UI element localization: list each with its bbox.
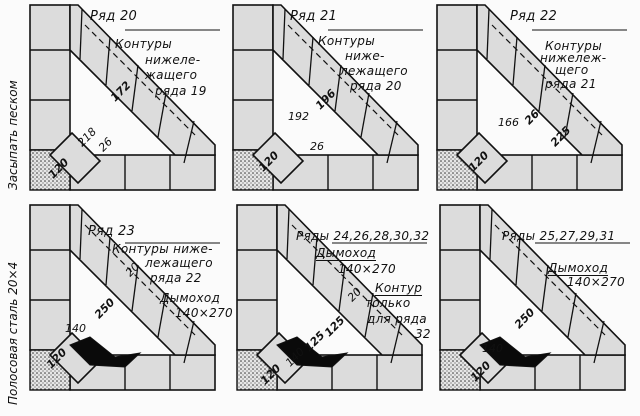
brick-joint — [183, 120, 195, 164]
side-label-steel: Полосовая сталь 20×4 — [6, 261, 20, 405]
diagonal-wall — [479, 204, 626, 356]
brick-joint — [567, 292, 577, 338]
brick-joint — [590, 120, 602, 164]
panel-1-note-4: ряда 19 — [155, 84, 207, 98]
brick-joint — [360, 92, 370, 138]
panel-4-flue-2: 140×270 — [175, 306, 233, 320]
lower-row-contour — [287, 24, 399, 136]
brick-joint — [282, 8, 286, 60]
lower-row-contour — [84, 24, 196, 136]
diagonal-wall — [69, 204, 216, 356]
lower-row-contour — [84, 224, 196, 336]
panel-3-note-4: ряда 21 — [545, 77, 597, 91]
panel-6-flue-2: 140×270 — [567, 275, 625, 289]
diagonal-wall — [476, 4, 623, 156]
panel-2-note-4: ряда 20 — [350, 79, 402, 93]
panel-6-flue-1: Дымоход — [548, 261, 609, 276]
panel-2-note-2: ниже- — [345, 49, 385, 63]
panel-2-note-3: лежащего — [340, 64, 408, 78]
panel-5-flue-1: Дымоход — [316, 246, 377, 261]
side-label-sand: Засыпать песком — [6, 80, 20, 190]
bottom-wall — [69, 354, 216, 391]
diagonal-wall — [69, 4, 216, 156]
panel-4-title: Ряд 23 — [88, 224, 136, 239]
flue-opening — [479, 336, 552, 368]
lower-row-contour — [291, 224, 403, 336]
brick-joint — [157, 92, 167, 138]
panel-4-note-3: ряда 22 — [150, 271, 202, 285]
brick-joint — [131, 64, 139, 112]
panel-5-flue-2: 140×270 — [338, 262, 396, 276]
panel-3-title: Ряд 22 — [510, 9, 558, 24]
panel-3-note-1: Контуры — [545, 39, 602, 53]
panel-5-note-1: Контур — [375, 281, 423, 296]
panel-4-dim-c: 140 — [65, 322, 86, 335]
brick-joint — [334, 64, 342, 112]
panel-2-note-1: Контуры — [318, 34, 375, 48]
lower-row-contour — [491, 24, 603, 136]
left-wall — [439, 204, 481, 351]
brick-joint — [79, 208, 83, 260]
brick-joint — [308, 36, 314, 86]
diagonal-wall — [272, 4, 419, 156]
brick-joint — [157, 292, 167, 338]
panel-1-note-3: жащего — [145, 68, 198, 82]
panel-5-note-2: только — [365, 296, 411, 310]
brick-joint — [312, 236, 318, 286]
corner-brick — [251, 131, 305, 185]
brick-joint — [489, 208, 493, 260]
panel-3-dim-b: 166 — [498, 116, 519, 129]
lower-row-contour — [494, 224, 606, 336]
brick-joint — [338, 264, 346, 312]
left-wall — [232, 4, 274, 151]
brick-joint — [183, 320, 195, 364]
left-wall — [236, 204, 278, 351]
panel-2-dim-b: 192 — [288, 110, 309, 123]
brick-joint — [286, 208, 290, 260]
left-wall — [29, 4, 71, 151]
panel-2-title: Ряд 21 — [290, 9, 338, 24]
brick-joint — [364, 292, 374, 338]
corner-brick — [48, 131, 102, 185]
panel-3-note-3: щего — [555, 63, 589, 77]
brick-joint — [390, 320, 402, 364]
left-wall — [29, 204, 71, 351]
panel-3-note-2: нижележ- — [540, 51, 607, 65]
panel-6-title: Ряды 25,27,29,31 — [502, 229, 616, 243]
brick-joint — [105, 236, 111, 286]
panel-6-dim-b: 140 — [482, 342, 503, 355]
panel-5-title: Ряды 24,26,28,30,32 — [296, 229, 430, 243]
brick-joint — [593, 320, 605, 364]
brick-joint — [386, 120, 398, 164]
panel-1-note-1: Контуры — [115, 37, 172, 51]
brick-joint — [541, 264, 549, 312]
brick-joint — [512, 36, 518, 86]
flue-opening — [276, 336, 349, 368]
panel-5-note-4: 32 — [415, 327, 431, 341]
brick-joint — [515, 236, 521, 286]
panel-5-note-3: для ряда — [367, 312, 427, 326]
panel-4-flue-1: Дымоход — [160, 291, 221, 305]
brick-joint — [564, 92, 574, 138]
brick-joint — [105, 36, 111, 86]
brick-joint — [79, 8, 83, 60]
corner-brick — [455, 131, 509, 185]
left-wall — [436, 4, 478, 151]
panel-4-note-2: лежащего — [145, 256, 213, 270]
panel-1-note-2: нижеле- — [145, 53, 201, 67]
panel-2-dim-c: 26 — [310, 140, 324, 153]
flue-opening — [69, 336, 142, 368]
diagonal-wall — [276, 204, 423, 356]
brick-joint — [131, 264, 139, 312]
brick-joint — [538, 64, 546, 112]
panel-4-note-1: Контуры ниже- — [112, 242, 213, 256]
brick-joint — [486, 8, 490, 60]
panel-1-title: Ряд 20 — [90, 9, 138, 24]
